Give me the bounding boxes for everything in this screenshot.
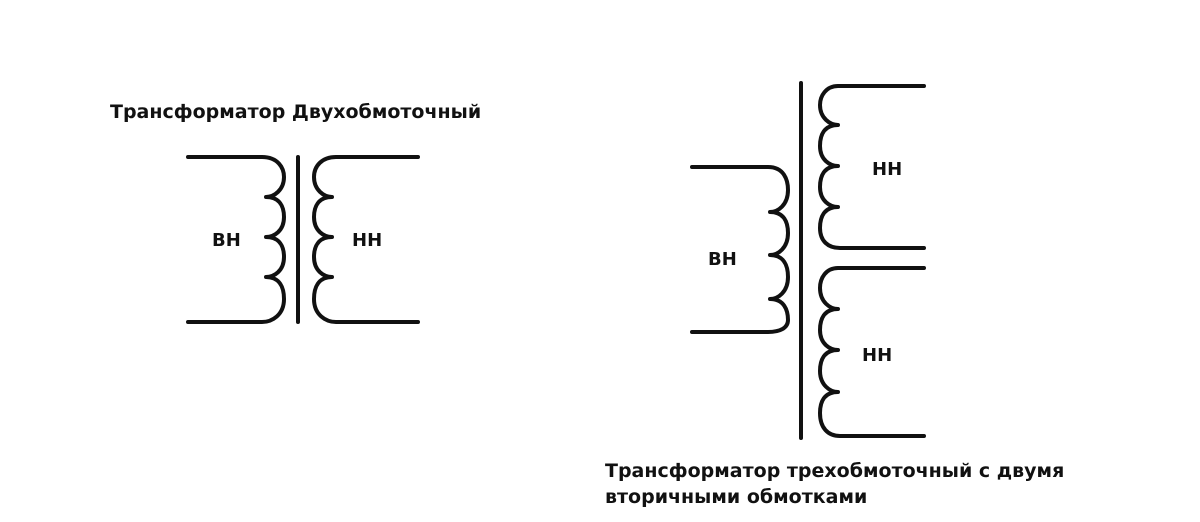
two-winding-primary-coil: [186, 155, 286, 324]
two-winding-secondary-coil: [312, 155, 420, 324]
three-winding-primary-coil: [690, 165, 790, 334]
three-winding-upper-secondary-coil: [818, 84, 926, 250]
three-winding-lower-secondary-coil: [818, 266, 926, 438]
two-winding-secondary-label: НН: [352, 230, 383, 251]
three-winding-upper-secondary-label: НН: [872, 159, 903, 180]
three-winding-title: Трансформатор трехобмоточный с двумя вто…: [605, 460, 1065, 508]
two-winding-symbol: [186, 155, 420, 324]
three-winding-symbol: [690, 81, 926, 440]
three-winding-primary-label: ВН: [708, 249, 737, 270]
two-winding-primary-label: ВН: [212, 230, 241, 251]
two-winding-title: Трансформатор Двухобмоточный: [110, 101, 482, 123]
three-winding-lower-secondary-label: НН: [862, 345, 893, 366]
